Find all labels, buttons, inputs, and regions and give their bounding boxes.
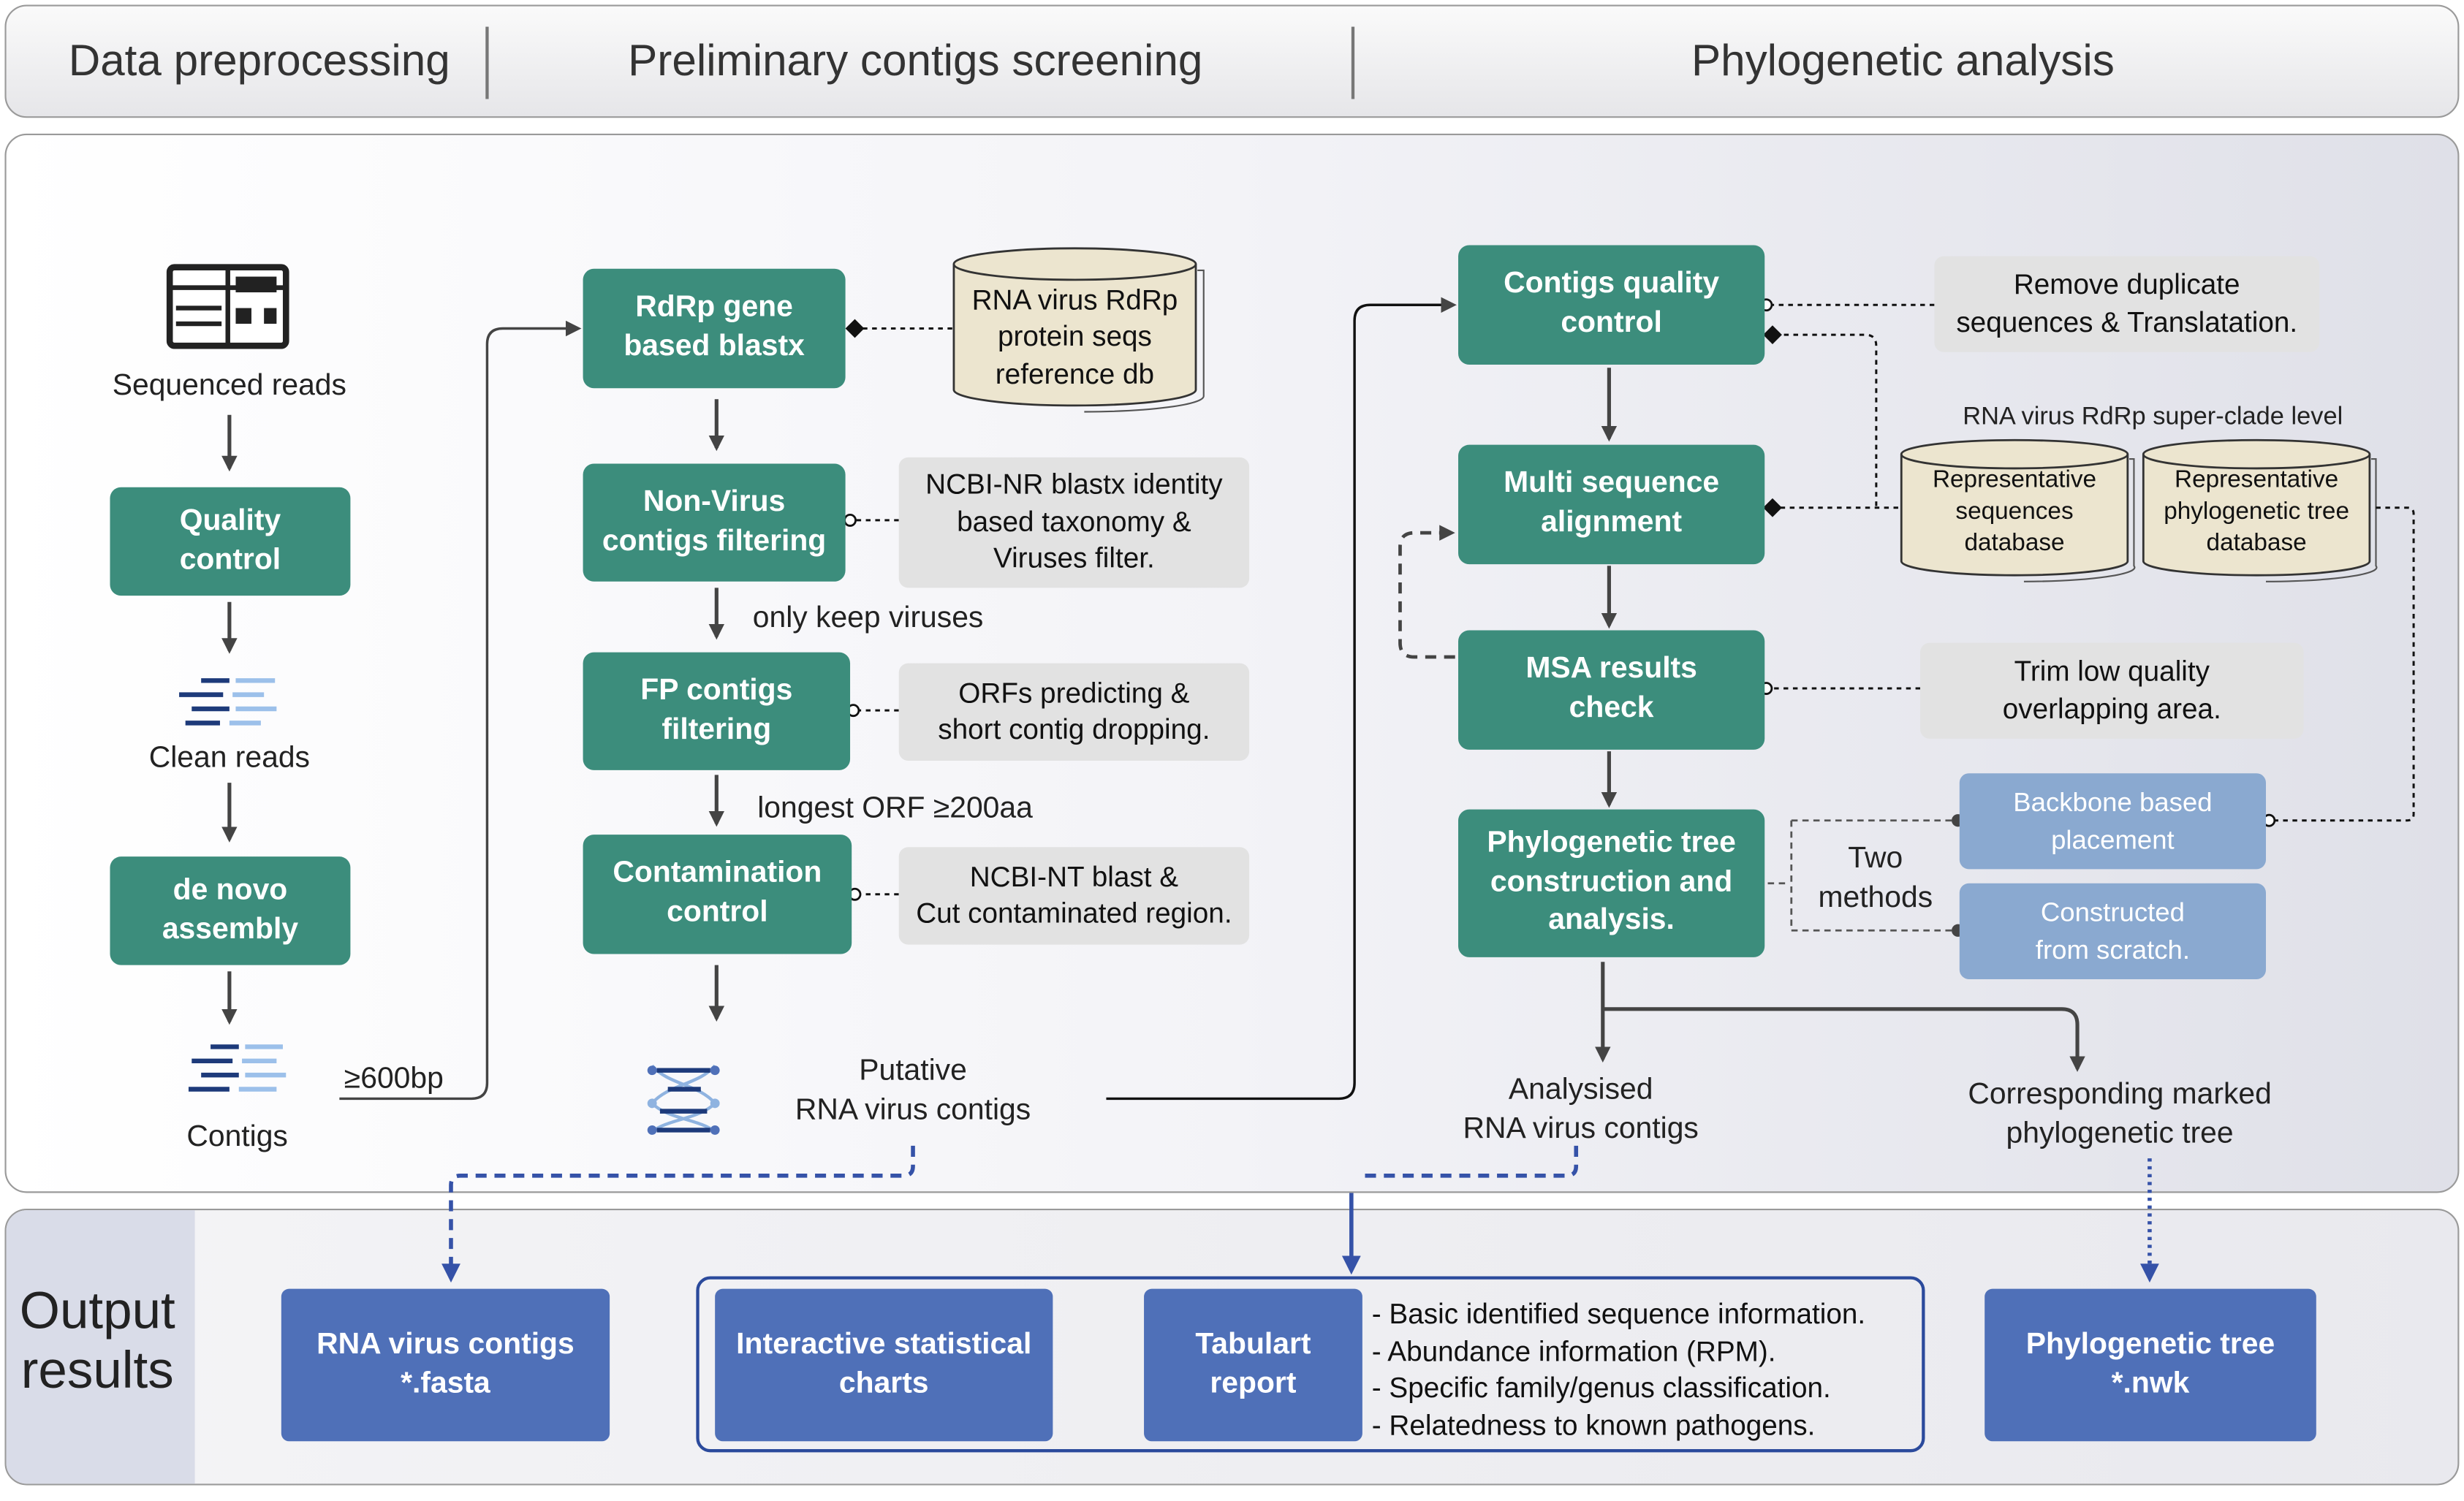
- contigs-icon: [188, 1044, 287, 1092]
- report-item: - Specific family/genus classification.: [1371, 1372, 1831, 1404]
- contigs-to-blastx-arrow: [339, 320, 582, 1101]
- contigs-qc-box: Contigs quality control: [1458, 245, 1765, 365]
- longest-orf-label: longest ORF ≥200aa: [757, 792, 1033, 826]
- two-methods-bracket: [1767, 814, 1965, 937]
- non-virus-filter-box: Non-Virus contigs filtering: [583, 463, 846, 582]
- only-keep-viruses-label: only keep viruses: [752, 601, 984, 635]
- rep-sequences-db: Representative sequences database: [1932, 466, 2097, 557]
- de-novo-assembly-box: de novo assembly: [110, 856, 351, 965]
- length-filter-label: ≥600bp: [344, 1062, 444, 1096]
- contamination-control-box: Contamination control: [583, 835, 852, 954]
- header-preliminary-screening: Preliminary contigs screening: [628, 36, 1203, 86]
- output-label-bg: [6, 1210, 195, 1484]
- tree-construction-box: Phylogenetic tree construction and analy…: [1458, 809, 1765, 957]
- remove-duplicate-note: Remove duplicate sequences & Translatati…: [1934, 256, 2320, 352]
- report-item: - Relatedness to known pathogens.: [1371, 1409, 1816, 1441]
- two-methods-label: Two methods: [1818, 842, 1933, 915]
- header-data-preprocessing: Data preprocessing: [68, 36, 450, 86]
- sequencer-icon: [166, 264, 289, 349]
- orf-predicting-note: ORFs predicting & short contig dropping.: [898, 663, 1250, 761]
- output-results-title: Output results: [19, 1280, 175, 1399]
- constructed-from-scratch-box: Constructed from scratch.: [1959, 883, 2267, 979]
- fasta-output-box: RNA virus contigs *.fasta: [281, 1288, 610, 1442]
- clean-reads-label: Clean reads: [148, 742, 310, 775]
- header-bar: [4, 4, 2460, 118]
- header-divider-2: [1351, 26, 1354, 99]
- fp-contigs-filter-box: FP contigs filtering: [583, 652, 851, 770]
- backbone-placement-box: Backbone based placement: [1959, 773, 2267, 870]
- rep-tree-db: Representative phylogenetic tree databas…: [2164, 466, 2350, 557]
- interactive-charts-box: Interactive statistical charts: [715, 1288, 1053, 1442]
- putative-to-qc-arrow: [1106, 297, 1457, 1101]
- phylogenetic-note-connectors: [1759, 298, 2415, 827]
- ncbi-nr-note: NCBI-NR blastx identity based taxonomy &…: [898, 457, 1250, 588]
- rep-tree-db-cylinder: [2142, 438, 2378, 582]
- report-item: - Basic identified sequence information.: [1371, 1298, 1866, 1330]
- ncbi-nt-note: NCBI-NT blast & Cut contaminated region.: [898, 847, 1250, 945]
- rdrp-blastx-box: RdRp gene based blastx: [583, 268, 846, 389]
- sequenced-reads-label: Sequenced reads: [112, 369, 346, 403]
- contigs-label: Contigs: [186, 1120, 288, 1154]
- msa-box: Multi sequence alignment: [1458, 444, 1765, 565]
- report-items-list: - Basic identified sequence information.…: [1372, 1296, 1922, 1444]
- marked-tree-label: Corresponding marked phylogenetic tree: [1968, 1078, 2272, 1150]
- header-phylogenetic-analysis: Phylogenetic analysis: [1691, 36, 2115, 86]
- header-divider-1: [485, 26, 488, 99]
- msa-check-box: MSA results check: [1458, 630, 1765, 750]
- dna-icon: [647, 1064, 720, 1135]
- quality-control-box: Quality control: [110, 487, 351, 596]
- superclade-label: RNA virus RdRp super-clade level: [1963, 403, 2343, 431]
- trim-note: Trim low quality overlapping area.: [1920, 642, 2304, 739]
- report-item: - Abundance information (RPM).: [1371, 1335, 1776, 1367]
- rdrp-reference-db: RNA virus RdRp protein seqs reference db: [971, 284, 1178, 390]
- output-arrows: [441, 1145, 2159, 1283]
- clean-reads-icon: [179, 678, 277, 726]
- tabular-report-box: Tabulart report: [1144, 1288, 1362, 1442]
- newick-tree-box: Phylogenetic tree *.nwk: [1985, 1288, 2316, 1442]
- putative-contigs-label: Putative RNA virus contigs: [795, 1054, 1031, 1127]
- rep-seq-db-cylinder: [1900, 438, 2136, 582]
- analysed-contigs-label: Analysised RNA virus contigs: [1463, 1073, 1699, 1146]
- report-group-frame: [696, 1276, 1925, 1453]
- rdrp-db-cylinder: [952, 247, 1205, 413]
- phylogenetic-arrows: [1595, 368, 2085, 1072]
- screening-note-connectors: [844, 319, 952, 901]
- msa-feedback-loop: [1398, 525, 1455, 659]
